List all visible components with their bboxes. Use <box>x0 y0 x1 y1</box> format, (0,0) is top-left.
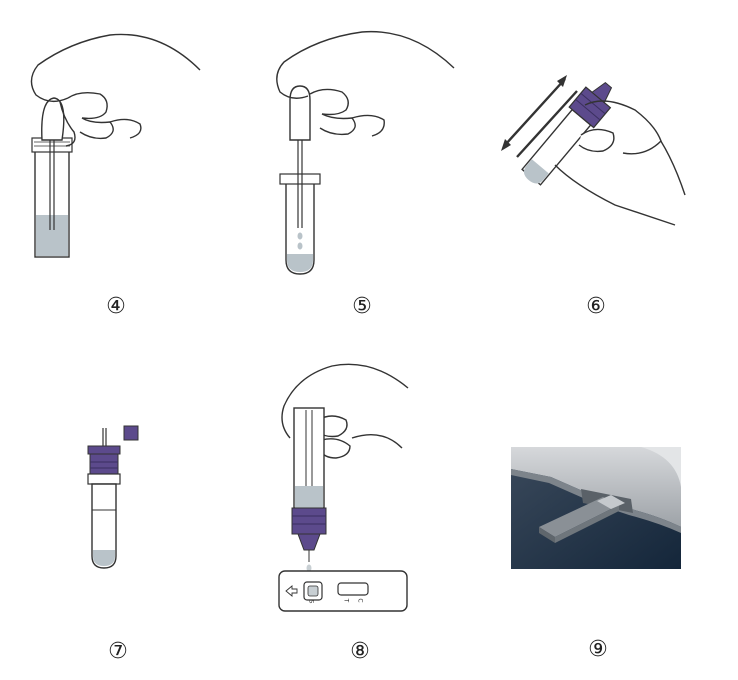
step-4-label: ④ <box>106 294 126 319</box>
step-5-illustration <box>262 20 462 280</box>
hand-shake-tube-icon <box>501 75 686 226</box>
step-8-label: ⑧ <box>350 639 370 664</box>
control-line-mark: C <box>356 598 364 603</box>
open-tube-icon <box>87 425 139 569</box>
step-7-illustration <box>78 420 168 575</box>
step-9-photo <box>511 447 681 569</box>
step-9-label: ⑨ <box>588 637 608 662</box>
hand-drop-sample-icon <box>281 363 409 582</box>
step-7-label: ⑦ <box>108 639 128 664</box>
cassette-in-reader-image <box>511 447 681 569</box>
test-line-mark: T <box>342 598 350 603</box>
step-4-illustration <box>20 20 210 265</box>
hand-swab-tube-icon <box>30 33 201 258</box>
test-cassette-outline <box>278 570 408 612</box>
test-cassette: S T C <box>278 570 408 612</box>
hand-squeeze-swab-icon <box>276 30 455 275</box>
step-6-label: ⑥ <box>586 294 606 319</box>
sample-mark: S <box>307 599 315 604</box>
step-5-label: ⑤ <box>352 294 372 319</box>
step-8-illustration <box>272 358 412 618</box>
step-6-illustration <box>495 65 695 240</box>
